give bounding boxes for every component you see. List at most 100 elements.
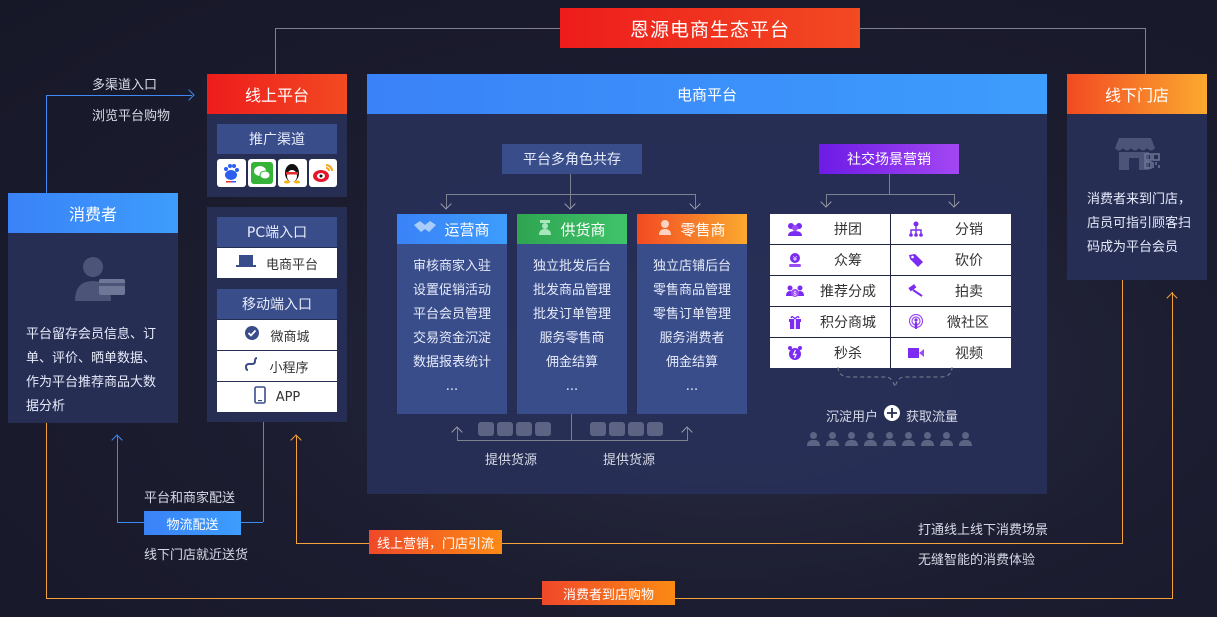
box-icon	[647, 422, 663, 436]
feature-label: 微社区	[947, 315, 989, 331]
consumer-header: 消费者	[8, 193, 178, 233]
weibo-icon[interactable]	[308, 159, 337, 187]
feature-label: 视频	[955, 346, 983, 362]
feature-bargain[interactable]: 砍价	[891, 245, 1011, 275]
page-title-text: 恩源电商生态平台	[629, 18, 790, 41]
online-platform-header: 线上平台	[207, 74, 347, 114]
referral-bonus-icon: $	[770, 284, 820, 298]
promo-channels-label: 推广渠道	[217, 124, 337, 154]
user-icon	[958, 432, 972, 446]
online-platform-header-text: 线上平台	[244, 86, 309, 105]
social-marketing-text: 社交场景营销	[847, 152, 931, 168]
offline-store-card: 线下门店 消费者来到门店，店员可指引顾客扫码成为平台会员	[1067, 74, 1207, 280]
feature-label: 拼团	[834, 222, 862, 238]
instore-line-left	[46, 422, 47, 599]
user-icon	[806, 432, 820, 446]
wechat-shop-icon	[244, 325, 260, 345]
feature-crowdfunding[interactable]: ¥ 众筹	[770, 245, 890, 275]
multi-role-connector-1	[446, 194, 447, 208]
role-retailer: 零售商 独立店铺后台 零售商品管理 零售订单管理 服务消费者 佣金结算 ...	[637, 214, 747, 414]
role-retailer-name: 零售商	[680, 220, 726, 239]
feature-flash-sale[interactable]: 秒杀	[770, 338, 890, 368]
pc-entry-item-label: 电商平台	[265, 257, 318, 273]
feature-video[interactable]: 视频	[891, 338, 1011, 368]
alarm-clock-icon	[770, 345, 820, 361]
role-item: 设置促销活动	[412, 283, 491, 298]
social-marketing-label: 社交场景营销	[819, 144, 959, 174]
box-icon	[590, 422, 606, 436]
user-icon	[882, 432, 896, 446]
mobile-entry-wechat-shop[interactable]: 微商城	[217, 320, 337, 350]
svg-text:$: $	[793, 291, 797, 298]
box-icon	[535, 422, 551, 436]
laptop-icon	[235, 254, 256, 272]
social-summary: 沉淀用户 获取流量	[826, 405, 958, 425]
box-icon	[609, 422, 625, 436]
browse-shop-text: 浏览平台购物	[92, 109, 171, 124]
mobile-entry-mini-program[interactable]: 小程序	[217, 351, 337, 381]
feature-label: 秒杀	[834, 346, 862, 362]
role-operator-name: 运营商	[444, 220, 490, 239]
role-item: 平台会员管理	[412, 307, 491, 322]
role-supplier-name: 供货商	[560, 220, 606, 239]
omni-channel-text-2: 无缝智能的消费体验	[918, 553, 1036, 568]
marketing-line-right	[1122, 280, 1123, 544]
social-connector-2	[954, 194, 955, 206]
feature-referral-bonus[interactable]: $ 推荐分成	[770, 276, 890, 306]
supply-boxes-right	[590, 422, 666, 436]
role-item: 零售订单管理	[652, 307, 731, 322]
multi-channel-text: 多渠道入口	[92, 78, 158, 93]
supply-line-right	[687, 428, 688, 441]
user-icon	[863, 432, 877, 446]
farmer-icon	[538, 219, 552, 239]
mobile-entry-label: 移动端入口	[217, 289, 337, 319]
social-feature-grid: 拼团 分销 ¥ 众筹 砍价 $ 推荐分成 拍卖 积分商城 微社区 秒杀 视频	[770, 214, 1011, 368]
online-marketing-badge: 线上营销，门店引流	[369, 530, 502, 554]
feature-label: 推荐分成	[820, 284, 876, 300]
feature-micro-community[interactable]: 微社区	[891, 307, 1011, 337]
entry-card: PC端入口 电商平台 移动端入口 微商城 小程序 APP	[207, 207, 347, 422]
user-icon	[844, 432, 858, 446]
promo-channel-icons	[217, 159, 337, 187]
feature-label: 积分商城	[820, 315, 876, 331]
gain-traffic-text: 获取流量	[906, 409, 959, 425]
online-platform-card: 线上平台 推广渠道	[207, 74, 347, 197]
user-icons-row	[806, 432, 977, 446]
supply-line-center	[571, 414, 572, 441]
pc-entry-label: PC端入口	[217, 217, 337, 247]
plus-icon	[884, 405, 901, 425]
baidu-icon[interactable]	[217, 159, 246, 187]
crowdfunding-icon: ¥	[770, 252, 820, 268]
supply-left-label: 提供货源	[485, 453, 538, 468]
role-retailer-header: 零售商	[637, 214, 747, 244]
role-retailer-list: 独立店铺后台 零售商品管理 零售订单管理 服务消费者 佣金结算 ...	[637, 244, 747, 399]
feature-group-buy[interactable]: 拼团	[770, 214, 890, 244]
distribution-icon	[891, 221, 941, 237]
logistics-line-left	[117, 436, 118, 522]
feature-auction[interactable]: 拍卖	[891, 276, 1011, 306]
pc-entry-item[interactable]: 电商平台	[217, 248, 337, 278]
auction-hammer-icon	[891, 284, 941, 298]
arrow-up-icon	[290, 434, 302, 446]
arrow-up-icon	[111, 434, 123, 446]
gift-icon	[770, 315, 820, 329]
offline-store-header-text: 线下门店	[1104, 86, 1169, 105]
role-supplier: 供货商 独立批发后台 批发商品管理 批发订单管理 服务零售商 佣金结算 ...	[517, 214, 627, 414]
mobile-entry-app[interactable]: APP	[217, 382, 337, 412]
role-item: 独立店铺后台	[652, 259, 731, 274]
offline-store-header: 线下门店	[1067, 74, 1207, 114]
marketing-line-bottom	[296, 543, 1123, 544]
social-connector-1	[826, 194, 827, 206]
pc-entry-text: PC端入口	[246, 225, 308, 241]
page-title: 恩源电商生态平台	[560, 8, 860, 48]
role-item: 批发商品管理	[532, 283, 611, 298]
qq-icon[interactable]	[278, 159, 307, 187]
title-connector-left	[275, 28, 276, 74]
wechat-icon[interactable]	[247, 159, 276, 187]
role-operator-header: 运营商	[397, 214, 507, 244]
feature-points-mall[interactable]: 积分商城	[770, 307, 890, 337]
feature-distribution[interactable]: 分销	[891, 214, 1011, 244]
logistics-badge: 物流配送	[144, 511, 241, 535]
video-camera-icon	[891, 347, 941, 359]
bargain-tag-icon	[891, 253, 941, 267]
